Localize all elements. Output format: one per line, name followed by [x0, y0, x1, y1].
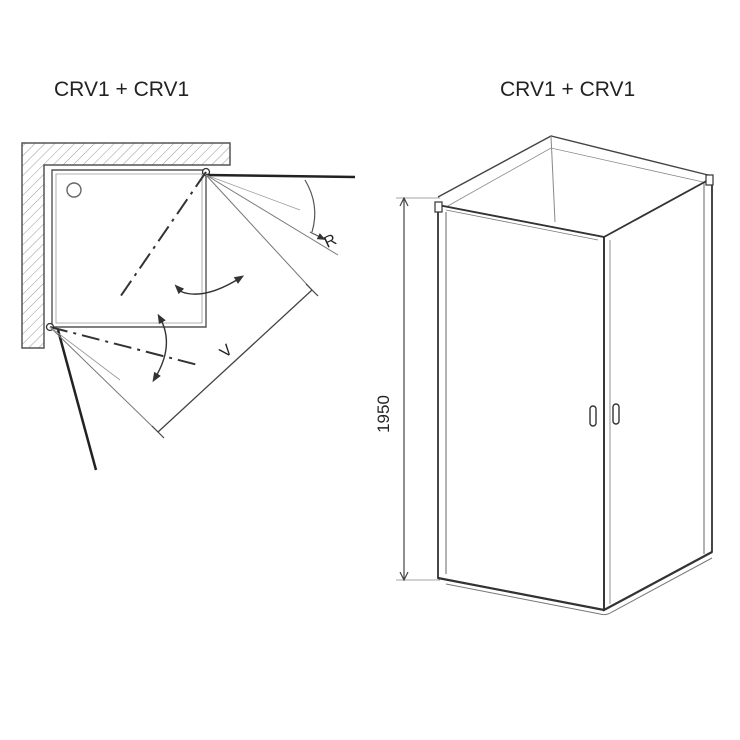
shower-tray: [51, 169, 207, 328]
elevation-view: 1950: [374, 135, 714, 616]
wall-hatched: [21, 142, 231, 349]
side-door-panel: [603, 176, 713, 612]
width-label: V: [217, 341, 236, 361]
side-door-handle: [612, 403, 620, 425]
door-open-down: [56, 329, 98, 471]
door-open-right: [205, 173, 356, 179]
height-label: 1950: [374, 395, 393, 433]
radius-label: R: [322, 231, 340, 251]
front-door-handle: [589, 405, 597, 427]
width-dimension-line: [157, 289, 313, 433]
plan-view-title: CRV1 + CRV1: [54, 78, 190, 101]
front-door-panel: [437, 203, 605, 612]
drain-icon: [66, 182, 82, 198]
plan-view: R V: [21, 142, 356, 471]
elevation-view-title: CRV1 + CRV1: [500, 78, 636, 101]
